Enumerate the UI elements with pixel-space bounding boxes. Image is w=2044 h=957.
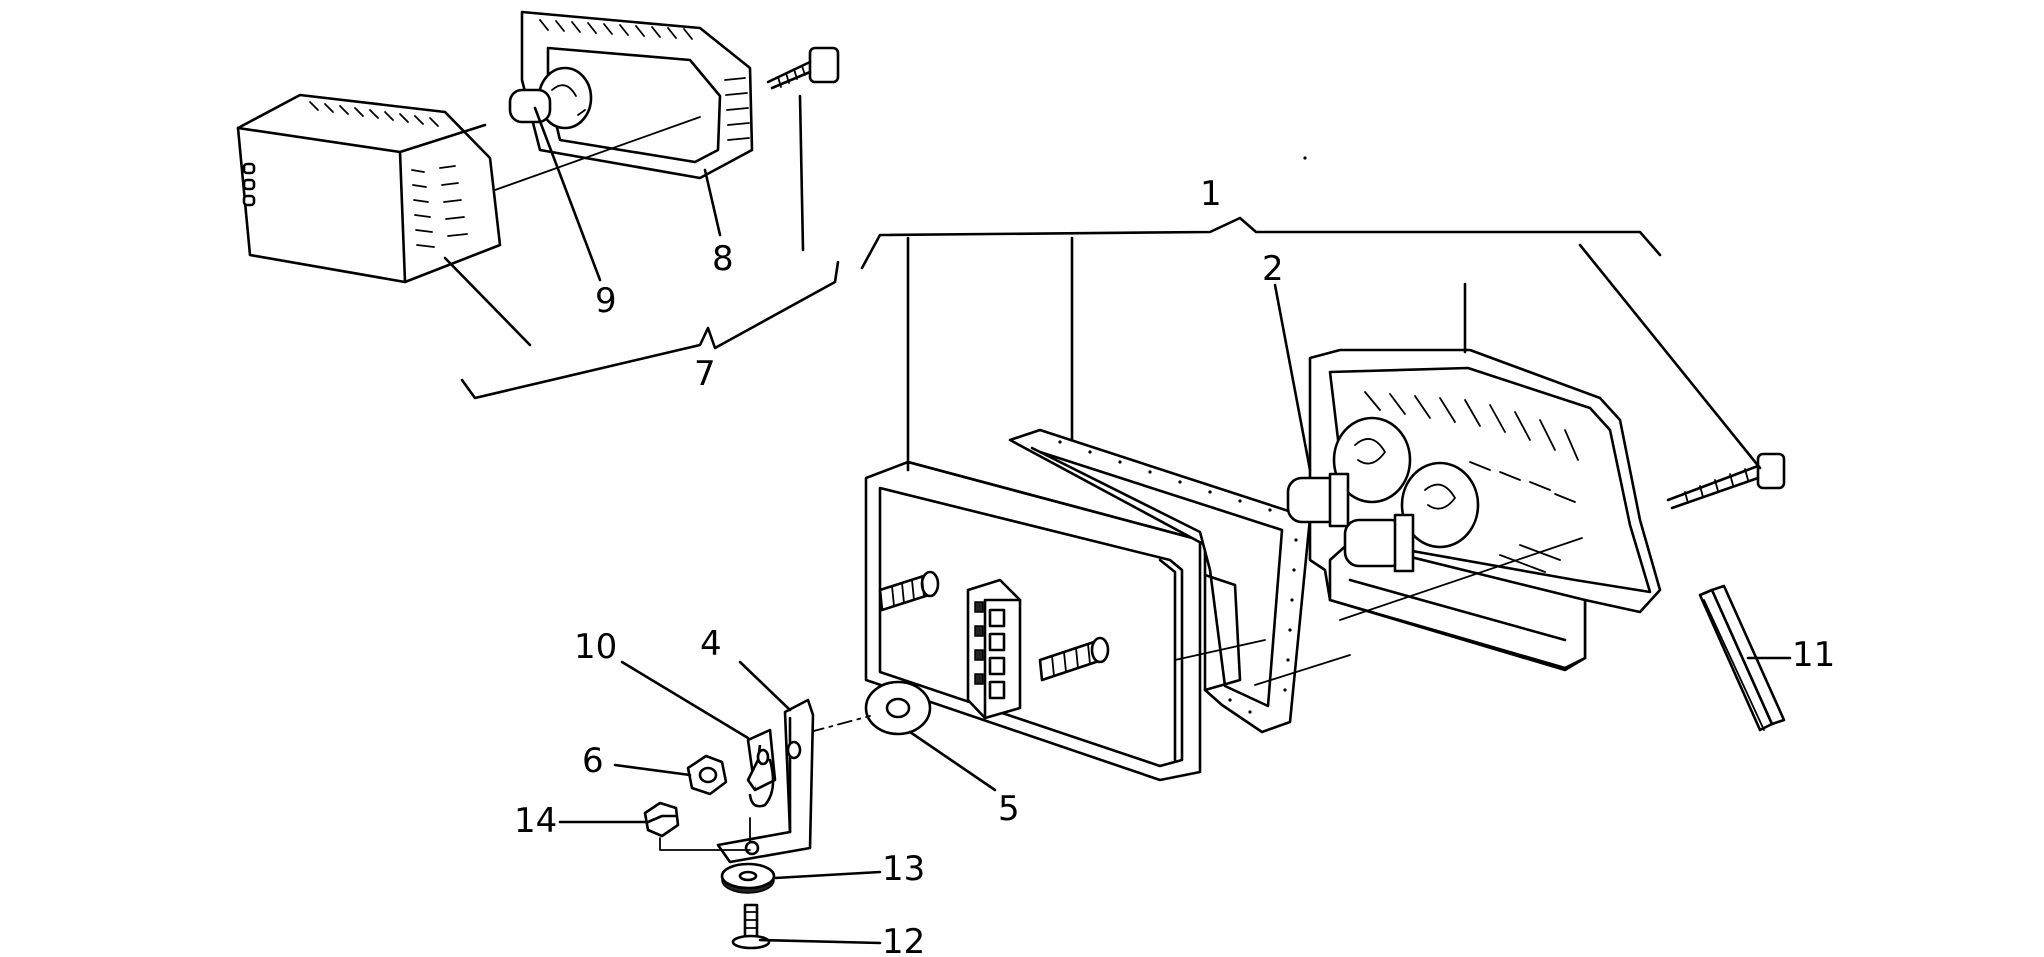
callout-10: 10 [574, 627, 617, 667]
rear-lamp-lens [864, 460, 1202, 782]
callout-6: 6 [582, 741, 604, 781]
rear-lamp-gasket [1008, 428, 1312, 734]
callout-8: 8 [712, 239, 734, 279]
callout-12: 12 [882, 922, 925, 957]
leader-2 [1273, 283, 1312, 472]
reflector-bar-11 [1698, 584, 1786, 732]
assembly-axis [809, 715, 871, 733]
bolt-12 [731, 903, 771, 950]
leader-9 [533, 106, 602, 282]
leader-lens-7 [443, 256, 532, 347]
lens-reflector-strip [966, 578, 1022, 720]
bracket-1 [860, 216, 1662, 270]
washer-13 [720, 862, 776, 894]
rear-lamp-housing [1286, 348, 1786, 672]
marker-lamp-housing [520, 10, 754, 180]
bracket-7 [460, 260, 840, 400]
leader-8 [703, 168, 722, 237]
rear-lamp-assembly [860, 216, 1786, 782]
marker-lamp-screw [766, 46, 840, 90]
clip-10 [746, 728, 777, 808]
callout-5: 5 [998, 789, 1020, 829]
rear-lamp-screw [1666, 452, 1786, 510]
rear-lamp-bulb-upper [1286, 416, 1412, 528]
leader-screw-7 [798, 94, 805, 252]
rear-lamp-bulb-lower [1343, 461, 1480, 573]
callout-7: 7 [694, 354, 716, 394]
nut-6 [686, 754, 728, 796]
angle-bracket-4 [716, 698, 815, 864]
leader-12 [758, 938, 882, 945]
callout-11: 11 [1792, 635, 1835, 675]
nut-14 [643, 801, 680, 838]
side-marker-lamp-assembly [236, 10, 840, 400]
lens-stud-left [878, 570, 940, 612]
leader-6 [613, 763, 692, 777]
leader-4 [738, 660, 792, 712]
callout-9: 9 [595, 281, 617, 321]
callout-14: 14 [514, 801, 557, 841]
callout-1: 1 [1200, 174, 1222, 214]
marker-lamp-bulb [508, 66, 593, 130]
callout-2: 2 [1262, 249, 1284, 289]
leader-5 [908, 730, 997, 792]
leader-10 [620, 660, 750, 740]
washer-5 [864, 680, 932, 736]
callout-4: 4 [700, 624, 722, 664]
marker-lamp-lens [236, 93, 502, 284]
lens-stud-right [1038, 636, 1110, 682]
leader-13 [773, 870, 882, 880]
callout-13: 13 [882, 849, 925, 889]
